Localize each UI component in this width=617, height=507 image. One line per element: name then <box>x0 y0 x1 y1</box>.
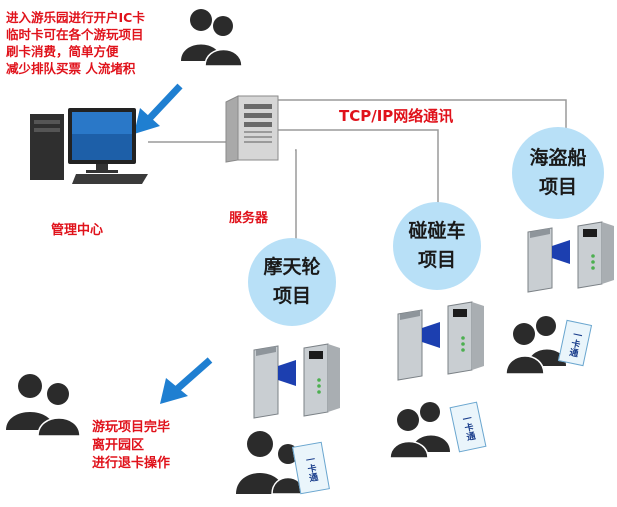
wire-server-to-ferris-wheel <box>295 149 297 242</box>
person-pair-icon <box>390 402 450 458</box>
top-note: 进入游乐园进行开户IC卡 临时卡可在各个游玩项目 刷卡消费，简单方便 减少排队买… <box>6 9 145 77</box>
wire-server-to-bumper-cars <box>278 129 439 205</box>
card-text: 一卡通 <box>303 453 318 483</box>
person-pair-icon <box>6 374 81 437</box>
project-name: 摩天轮 <box>263 256 321 278</box>
person-pair-icon <box>236 431 305 495</box>
top-note-line-4: 减少排队买票 人流堵积 <box>6 61 136 76</box>
turnstile-gate-icon <box>527 221 614 293</box>
exit-note: 游玩项目完毕 离开园区 进行退卡操作 <box>92 419 170 473</box>
project-name: 海盗船 <box>529 147 587 169</box>
blue-arrow-icon <box>160 357 213 404</box>
project-suffix: 项目 <box>417 249 456 271</box>
management-center-label: 管理中心 <box>51 223 104 238</box>
network-label: TCP/IP网络通讯 <box>339 107 454 125</box>
top-note-line-1: 进入游乐园进行开户IC卡 <box>6 10 145 25</box>
card-text: 一卡通 <box>459 412 476 442</box>
person-pair-icon <box>506 316 566 374</box>
project-pirate-ship: 海盗船 项目 <box>512 127 604 219</box>
top-note-line-3: 刷卡消费，简单方便 <box>6 44 119 59</box>
blue-arrow-icon <box>134 83 183 134</box>
project-suffix: 项目 <box>538 176 577 198</box>
project-ferris-wheel: 摩天轮 项目 <box>248 238 336 326</box>
turnstile-gate-icon <box>253 343 340 419</box>
person-pair-icon <box>181 9 243 67</box>
top-note-line-2: 临时卡可在各个游玩项目 <box>6 27 144 42</box>
project-bumper-cars: 碰碰车 项目 <box>393 202 481 290</box>
card-text: 一卡通 <box>566 328 583 358</box>
server-tower-icon <box>225 95 279 163</box>
turnstile-gate-icon <box>397 301 484 381</box>
server-label: 服务器 <box>229 211 269 226</box>
wire-server-to-pirate-ship <box>268 99 567 130</box>
exit-note-line-2: 离开园区 <box>92 438 145 453</box>
exit-note-line-3: 进行退卡操作 <box>92 456 171 471</box>
exit-note-line-1: 游玩项目完毕 <box>92 420 171 435</box>
project-name: 碰碰车 <box>408 220 466 242</box>
project-suffix: 项目 <box>272 285 311 307</box>
desktop-computer-icon <box>30 108 148 184</box>
